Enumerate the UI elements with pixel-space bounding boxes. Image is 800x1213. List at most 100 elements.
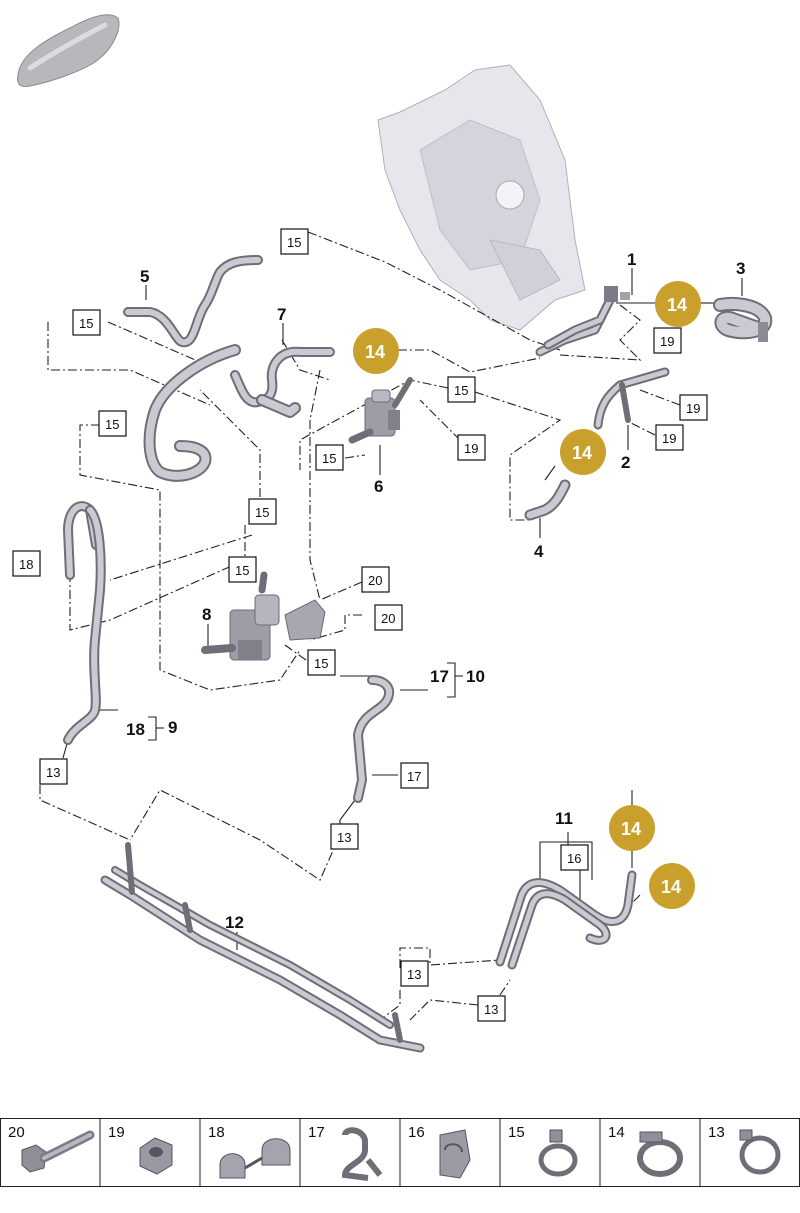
pipe-11 xyxy=(495,870,637,970)
bracket-clip-icon xyxy=(439,1129,471,1179)
badge-14-e: 14 xyxy=(649,863,695,909)
svg-text:15: 15 xyxy=(105,417,119,432)
svg-text:15: 15 xyxy=(255,505,269,520)
svg-text:17: 17 xyxy=(407,769,421,784)
box-15-pump-b: 15 xyxy=(228,556,257,583)
body-panel-image xyxy=(377,64,586,331)
legend-label-19: 19 xyxy=(108,1124,125,1141)
svg-text:14: 14 xyxy=(572,443,592,463)
hose-clamp-13-icon xyxy=(739,1129,781,1175)
svg-text:16: 16 xyxy=(567,851,581,866)
box-20-b: 20 xyxy=(374,604,403,631)
box-19-a: 19 xyxy=(653,327,682,354)
box-18: 18 xyxy=(12,550,41,577)
svg-text:13: 13 xyxy=(484,1002,498,1017)
gold-badges: 14 14 14 14 14 xyxy=(353,281,701,909)
callout-4: 4 xyxy=(534,542,544,561)
legend-label-14: 14 xyxy=(608,1124,625,1141)
svg-text:14: 14 xyxy=(661,877,681,897)
svg-text:15: 15 xyxy=(287,235,301,250)
pump-8 xyxy=(201,571,326,661)
box-19-valve: 19 xyxy=(457,434,486,461)
badge-14-c: 14 xyxy=(560,429,606,475)
hose-clamp-14-icon xyxy=(637,1131,683,1177)
hose-7 xyxy=(230,346,335,418)
svg-text:15: 15 xyxy=(79,316,93,331)
callout-6: 6 xyxy=(374,477,383,496)
svg-text:13: 13 xyxy=(407,967,421,982)
callout-17-group: 17 xyxy=(430,667,449,686)
box-16: 16 xyxy=(560,844,589,871)
legend-label-17: 17 xyxy=(308,1124,325,1141)
svg-text:14: 14 xyxy=(667,295,687,315)
box-15-pump-a: 15 xyxy=(248,498,277,525)
callout-18-group: 18 xyxy=(126,720,145,739)
callout-2: 2 xyxy=(621,453,630,472)
svg-text:15: 15 xyxy=(235,563,249,578)
callout-1: 1 xyxy=(627,250,636,269)
hose-3 xyxy=(713,296,773,342)
svg-text:20: 20 xyxy=(381,611,395,626)
box-19-c: 19 xyxy=(655,424,684,451)
svg-text:15: 15 xyxy=(314,656,328,671)
pipe-10 xyxy=(353,675,395,803)
svg-text:15: 15 xyxy=(322,451,336,466)
box-17: 17 xyxy=(400,762,429,789)
legend-label-16: 16 xyxy=(408,1124,425,1141)
box-13-left: 13 xyxy=(39,758,68,785)
boxed-references: 15 15 15 15 15 15 15 15 19 19 19 19 18 2… xyxy=(12,228,708,1022)
hose-5 xyxy=(123,255,263,348)
svg-text:14: 14 xyxy=(621,819,641,839)
svg-text:18: 18 xyxy=(19,557,33,572)
callout-8: 8 xyxy=(202,605,211,624)
box-15-valve: 15 xyxy=(447,376,476,403)
box-15-top: 15 xyxy=(280,228,309,255)
nut-icon xyxy=(139,1137,173,1175)
double-clip-icon xyxy=(219,1138,291,1179)
legend-label-18: 18 xyxy=(208,1124,225,1141)
callout-12: 12 xyxy=(225,913,244,932)
box-15-valve-b: 15 xyxy=(315,444,344,471)
leader-lines xyxy=(39,231,681,1021)
svg-text:15: 15 xyxy=(454,383,468,398)
callout-numbers: 1 2 3 4 5 6 7 8 9 10 11 12 17 18 xyxy=(126,250,745,932)
box-15-pump-c: 15 xyxy=(307,649,336,676)
vehicle-icon xyxy=(17,14,120,87)
badge-14-a: 14 xyxy=(655,281,701,327)
legend-label-15: 15 xyxy=(508,1124,525,1141)
box-15-mid: 15 xyxy=(98,410,127,437)
callout-9: 9 xyxy=(168,718,177,737)
parts-legend: 20 19 18 17 16 15 14 13 xyxy=(0,1118,800,1187)
hose-4 xyxy=(524,479,571,521)
hose-18 xyxy=(63,501,106,745)
svg-text:13: 13 xyxy=(337,830,351,845)
pipe-2 xyxy=(593,367,670,430)
hose-clip-icon xyxy=(341,1127,383,1181)
callout-11: 11 xyxy=(555,809,573,828)
pipe-12 xyxy=(100,842,425,1053)
legend-label-20: 20 xyxy=(8,1124,25,1141)
valve-6 xyxy=(348,377,413,444)
svg-text:20: 20 xyxy=(368,573,382,588)
badge-14-d: 14 xyxy=(609,805,655,851)
svg-text:13: 13 xyxy=(46,765,60,780)
box-15-left: 15 xyxy=(72,309,101,336)
svg-text:19: 19 xyxy=(686,401,700,416)
legend-label-13: 13 xyxy=(708,1124,725,1141)
badge-14-b: 14 xyxy=(353,328,399,374)
pipe-1 xyxy=(535,286,630,357)
box-13-mid: 13 xyxy=(330,823,359,850)
callout-5: 5 xyxy=(140,267,149,286)
box-19-b: 19 xyxy=(679,394,708,421)
svg-text:19: 19 xyxy=(660,334,674,349)
hose-15-left xyxy=(143,344,241,482)
box-13-right-b: 13 xyxy=(477,995,506,1022)
svg-text:19: 19 xyxy=(464,441,478,456)
box-20-a: 20 xyxy=(361,566,390,593)
callout-3: 3 xyxy=(736,259,745,278)
bolt-icon xyxy=(21,1130,95,1173)
hose-clamp-15-icon xyxy=(538,1129,578,1177)
callout-10: 10 xyxy=(466,667,485,686)
box-13-right-a: 13 xyxy=(400,960,429,987)
